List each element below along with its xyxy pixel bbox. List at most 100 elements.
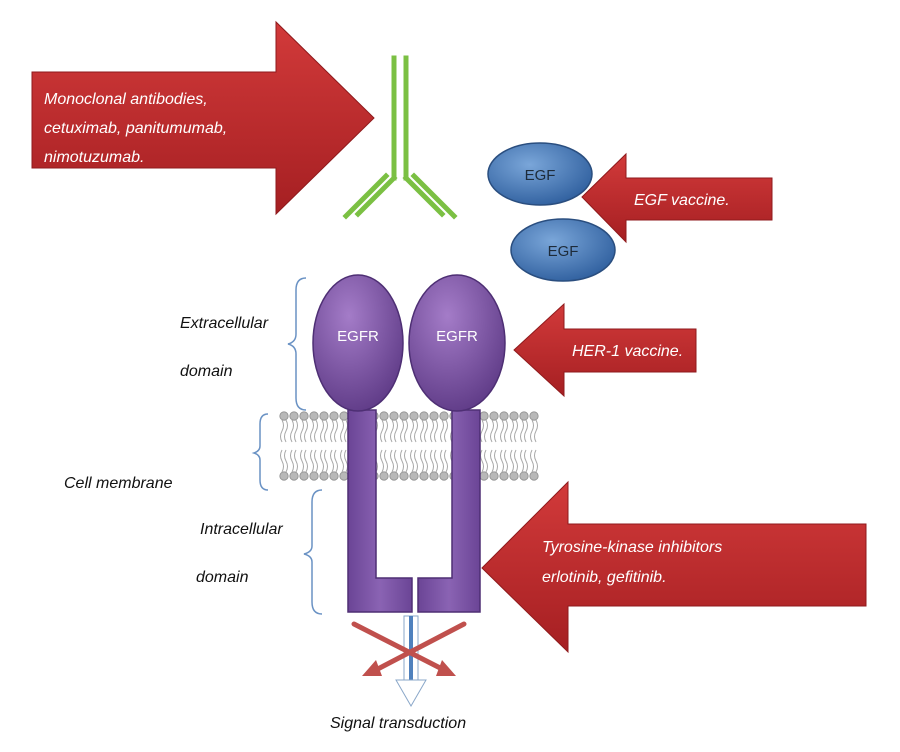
egf-bottom: EGF [510,218,616,282]
lipid-tail [524,449,528,473]
lipid-tail [314,449,318,473]
lipid-head [319,411,329,421]
lipid-head [409,471,419,481]
lipid-tail [334,449,338,473]
intracellular-label-line-1: Intracellular [200,521,283,538]
lipid-tail [514,419,518,443]
lipid-tail [380,449,384,473]
lipid-tail [290,419,294,443]
cell-membrane-label: Cell membrane [64,475,173,492]
lipid-tail [500,449,504,473]
lipid-tail [500,419,504,443]
lipid-head [429,471,439,481]
antibody-icon [342,55,458,220]
lipid-tail [330,419,334,443]
lipid-tail [424,419,428,443]
lipid-head [329,471,339,481]
antibodies-label-line-3: nimotuzumab. [44,149,145,166]
lipid-tail [340,419,344,443]
lipid-tail [400,449,404,473]
lipid-tail [304,449,308,473]
lipid-head [379,411,389,421]
lipid-head [439,411,449,421]
lipid-head [419,471,429,481]
lipid-tail [484,449,488,473]
lipid-tail [410,419,414,443]
lipid-tail [444,419,448,443]
tki-arrow: Tyrosine-kinase inhibitors erlotinib, ge… [481,480,867,654]
extracellular-label-line-2: domain [180,363,233,380]
egf-top: EGF [487,142,593,206]
egfr-right-stem [417,409,481,613]
egf-top-label: EGF [525,167,556,184]
lipid-tail [384,419,388,443]
egfr-left-stem [347,409,413,613]
egf-vaccine-arrow: EGF vaccine. [581,152,773,244]
egfr-left: EGFR [312,274,404,412]
lipid-tail [440,449,444,473]
egfr-left-label: EGFR [337,328,379,345]
lipid-tail [534,449,538,473]
lipid-head [529,411,539,421]
lipid-tail [284,449,288,473]
lipid-tail [430,449,434,473]
lipid-head [339,411,349,421]
cell-membrane [279,411,539,481]
membrane-bracket [251,413,269,491]
lipid-head [299,471,309,481]
lipid-tail [510,449,514,473]
lipid-tail [340,449,344,473]
lipid-tail [434,419,438,443]
lipid-tail [320,449,324,473]
lipid-tail [290,449,294,473]
lipid-head [479,471,489,481]
lipid-tail [494,419,498,443]
lipid-tail [410,449,414,473]
extracellular-label-line-1: Extracellular [180,315,269,332]
lipid-tail [430,419,434,443]
lipid-tail [344,449,348,473]
lipid-head [509,471,519,481]
lipid-tail [414,449,418,473]
lipid-head [279,411,289,421]
lipid-head [519,411,529,421]
lipid-head [509,411,519,421]
lipid-tail [324,419,328,443]
lipid-tail [530,419,534,443]
antibodies-arrow: Monoclonal antibodies, cetuximab, panitu… [31,20,375,216]
lipid-tail [390,449,394,473]
tki-label-line-2: erlotinib, gefitinib. [542,569,667,586]
lipid-tail [520,419,524,443]
lipid-tail [334,419,338,443]
lipid-tail [284,419,288,443]
lipid-tail [300,449,304,473]
lipid-tail [424,449,428,473]
lipid-tail [380,419,384,443]
lipid-tail [524,419,528,443]
lipid-tail [404,449,408,473]
lipid-tail [320,419,324,443]
lipid-tail [294,449,298,473]
lipid-head [479,411,489,421]
lipid-head [299,411,309,421]
lipid-head [379,471,389,481]
lipid-tail [514,449,518,473]
her1-vaccine-arrow: HER-1 vaccine. [513,302,697,398]
lipid-tail [504,419,508,443]
lipid-tail [414,419,418,443]
lipid-head [499,471,509,481]
lipid-tail [530,449,534,473]
egfr-right: EGFR [408,274,506,412]
lipid-tail [394,449,398,473]
lipid-tail [294,419,298,443]
lipid-tail [490,449,494,473]
lipid-tail [400,419,404,443]
lipid-tail [480,449,484,473]
lipid-tail [394,419,398,443]
lipid-head [529,471,539,481]
lipid-head [409,411,419,421]
lipid-head [519,471,529,481]
lipid-tail [310,419,314,443]
lipid-tail [480,419,484,443]
lipid-tail [420,449,424,473]
